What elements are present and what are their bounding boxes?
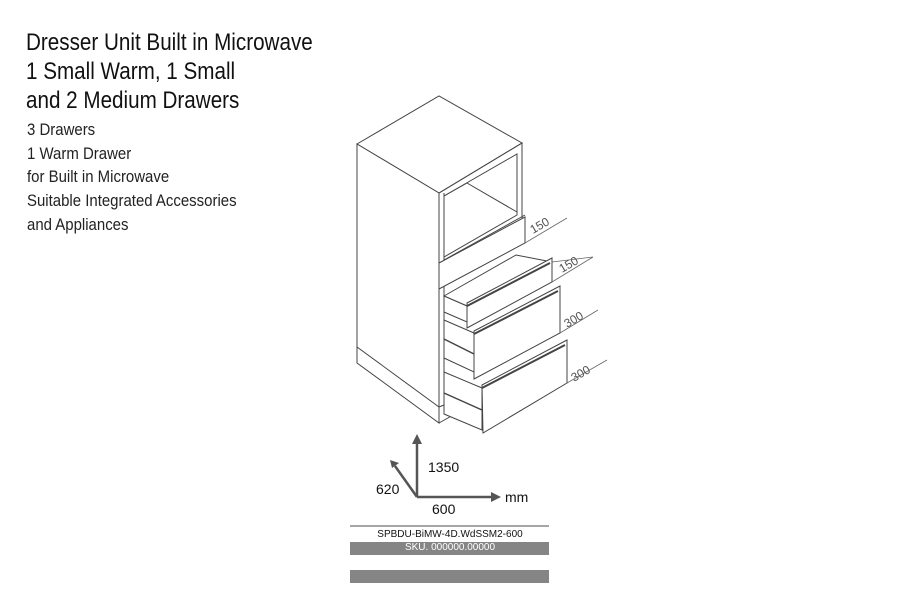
drawer-height-label: 300	[569, 362, 594, 384]
sku-label: SKU. 000000.00000	[404, 542, 496, 553]
feature-list: 3 Drawers 1 Warm Drawer for Built in Mic…	[27, 118, 237, 237]
depth-dimension: 620	[376, 481, 400, 497]
feature-item: Suitable Integrated Accessories	[27, 191, 237, 211]
feature-item: 1 Warm Drawer	[27, 143, 132, 163]
title-line: Dresser Unit Built in Microwave	[26, 29, 313, 56]
height-dimension: 1350	[428, 459, 459, 475]
product-code: SPBDU-BiMW-4D.WdSSM2-600	[377, 529, 523, 540]
product-title: Dresser Unit Built in Microwave 1 Small …	[26, 28, 313, 115]
dimension-lines	[524, 217, 608, 384]
cabinet-body	[356, 95, 523, 424]
blank-bar	[350, 570, 549, 583]
drawer-3	[443, 339, 568, 434]
drawer-height-label: 300	[562, 308, 587, 330]
drawer-height-label: 150	[557, 253, 582, 275]
feature-item: and Appliances	[27, 214, 129, 234]
microwave-opening	[443, 153, 518, 258]
title-line: 1 Small Warm, 1 Small	[26, 58, 236, 85]
title-line: and 2 Medium Drawers	[26, 87, 240, 114]
axes-indicator	[390, 434, 501, 502]
feature-item: for Built in Microwave	[27, 167, 170, 187]
drawer-2	[443, 285, 561, 380]
width-dimension: 600	[432, 501, 456, 517]
sku-bar	[350, 542, 549, 555]
feature-item: 3 Drawers	[27, 120, 96, 139]
unit-label: mm	[505, 489, 528, 505]
drawer-height-label: 150	[528, 214, 553, 236]
